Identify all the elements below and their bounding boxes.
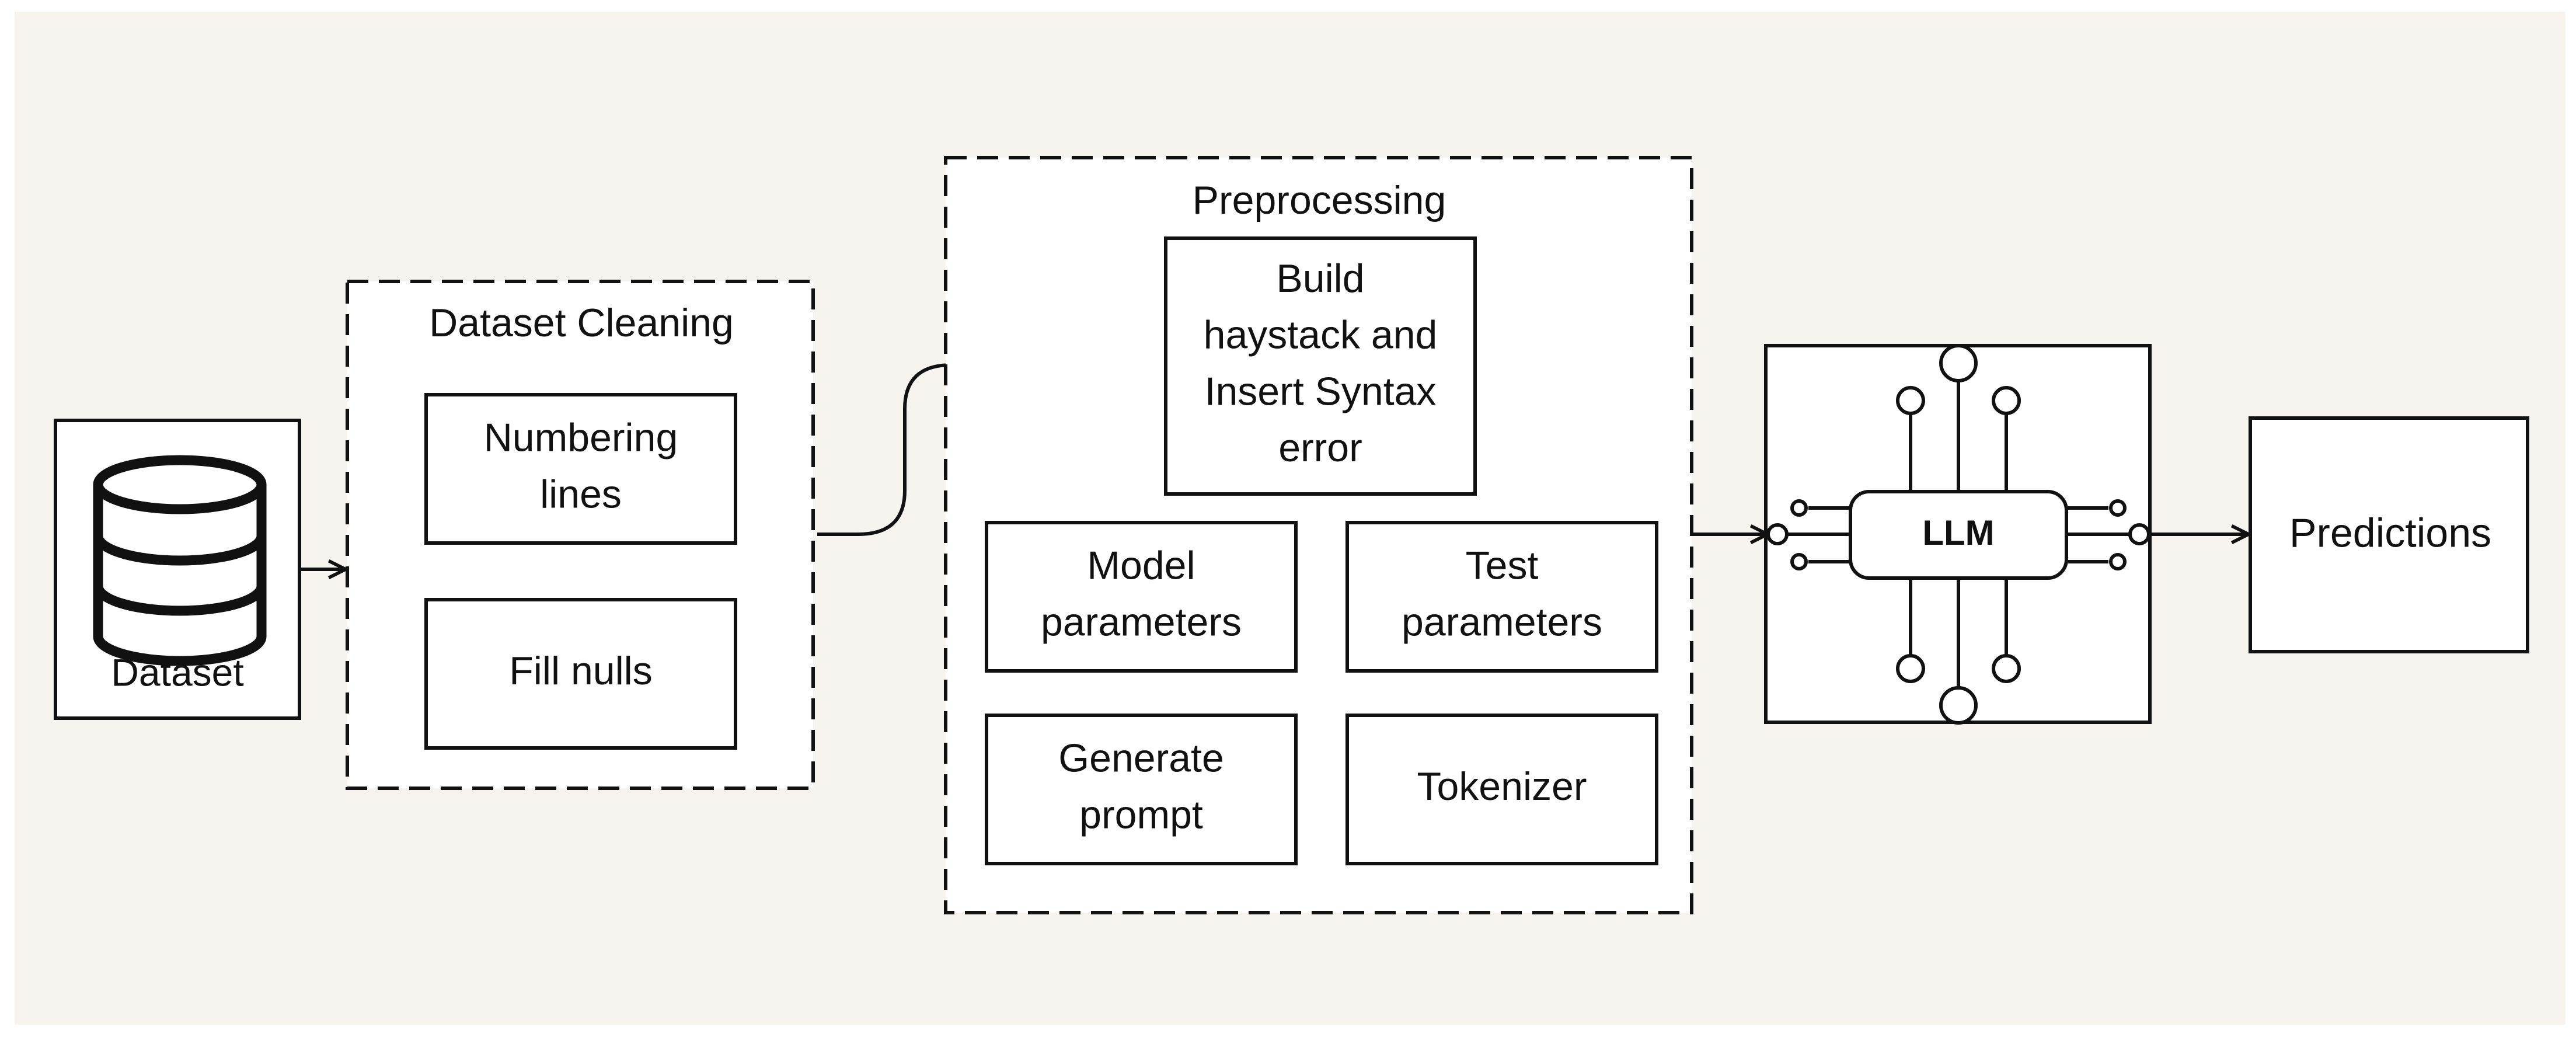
model-parameters-label-line: parameters [1041,600,1242,644]
build-haystack-box [1164,236,1477,496]
dataset-cleaning-group: Dataset Cleaning Numbering lines Fill nul… [346,280,815,790]
circuit-chip-icon [1766,344,2150,725]
dataset-cleaning-title: Dataset Cleaning [429,301,734,345]
generate-prompt-label: Generate prompt [1058,736,1224,837]
numbering-lines-label-line: lines [540,472,622,516]
model-parameters-label: Model parameters [1041,544,1242,645]
build-haystack-label-line: haystack and [1204,313,1438,357]
model-parameters-label-line: Model [1087,544,1195,588]
predictions-box [2249,416,2529,653]
build-haystack-label-line: error [1278,426,1362,470]
dataset-node: Dataset [54,419,301,720]
test-parameters-label: Test parameters [1402,544,1602,645]
test-parameters-label-line: Test [1466,544,1539,588]
llm-label: LLM [1922,513,1994,552]
tokenizer-label-line: Tokenizer [1417,764,1587,809]
numbering-lines-label: Numbering lines [484,416,678,517]
arrow-cleaning-to-preprocessing [817,365,1165,536]
predictions-label: Predictions [2289,510,2491,555]
build-haystack-label-line: Build [1276,256,1364,301]
generate-prompt-box [985,714,1298,865]
dataset-label: Dataset [111,650,243,694]
predictions-node: Predictions [2249,416,2529,653]
build-haystack-label-line: Insert Syntax [1205,369,1437,413]
numbering-lines-box [424,393,737,545]
generate-prompt-label-line: Generate [1058,736,1224,781]
generate-prompt-label-line: prompt [1079,792,1203,837]
preprocessing-title: Preprocessing [1193,178,1446,222]
fill-nulls-label: Fill nulls [509,649,653,693]
test-parameters-box [1345,521,1658,673]
tokenizer-label: Tokenizer [1417,764,1587,809]
database-icon [93,455,267,666]
model-parameters-box [985,521,1298,673]
fill-nulls-box [424,598,737,750]
llm-node: LLM [1764,344,2152,725]
llm-chip-body [1849,490,2068,580]
fill-nulls-label-line: Fill nulls [509,649,653,693]
tokenizer-box [1345,714,1658,865]
test-parameters-label-line: parameters [1402,600,1602,644]
numbering-lines-label-line: Numbering [484,416,678,460]
